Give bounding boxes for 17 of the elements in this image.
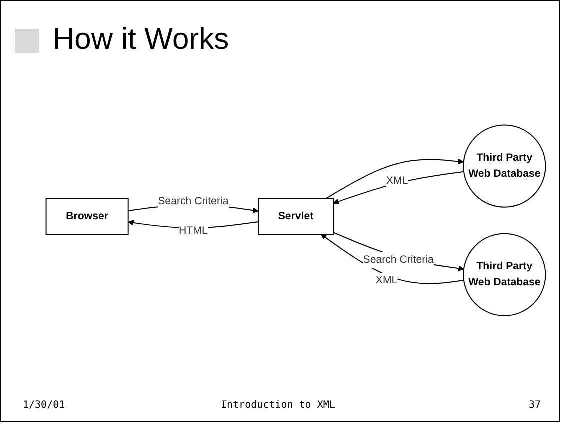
edge-label: XML xyxy=(376,276,398,287)
edge-label: Search Criteria xyxy=(363,254,434,266)
edge-label: HTML xyxy=(179,226,208,237)
node-circle: Third Party Web Database xyxy=(463,125,546,208)
footer-text: 37 xyxy=(528,400,541,411)
edge-label: Search Criteria xyxy=(158,196,229,208)
footer-text: Introduction to XML xyxy=(221,400,336,411)
arrow xyxy=(326,159,464,200)
node-box: Browser xyxy=(46,198,129,236)
footer-text: 1/30/01 xyxy=(23,400,66,411)
arrow xyxy=(333,172,464,205)
edge-label: XML xyxy=(386,176,408,188)
node-box: Servlet xyxy=(258,198,334,236)
arrow xyxy=(333,232,464,272)
arrow xyxy=(320,234,464,285)
slide-title: How it Works xyxy=(53,23,230,57)
node-circle: Third Party Web Database xyxy=(463,234,546,317)
